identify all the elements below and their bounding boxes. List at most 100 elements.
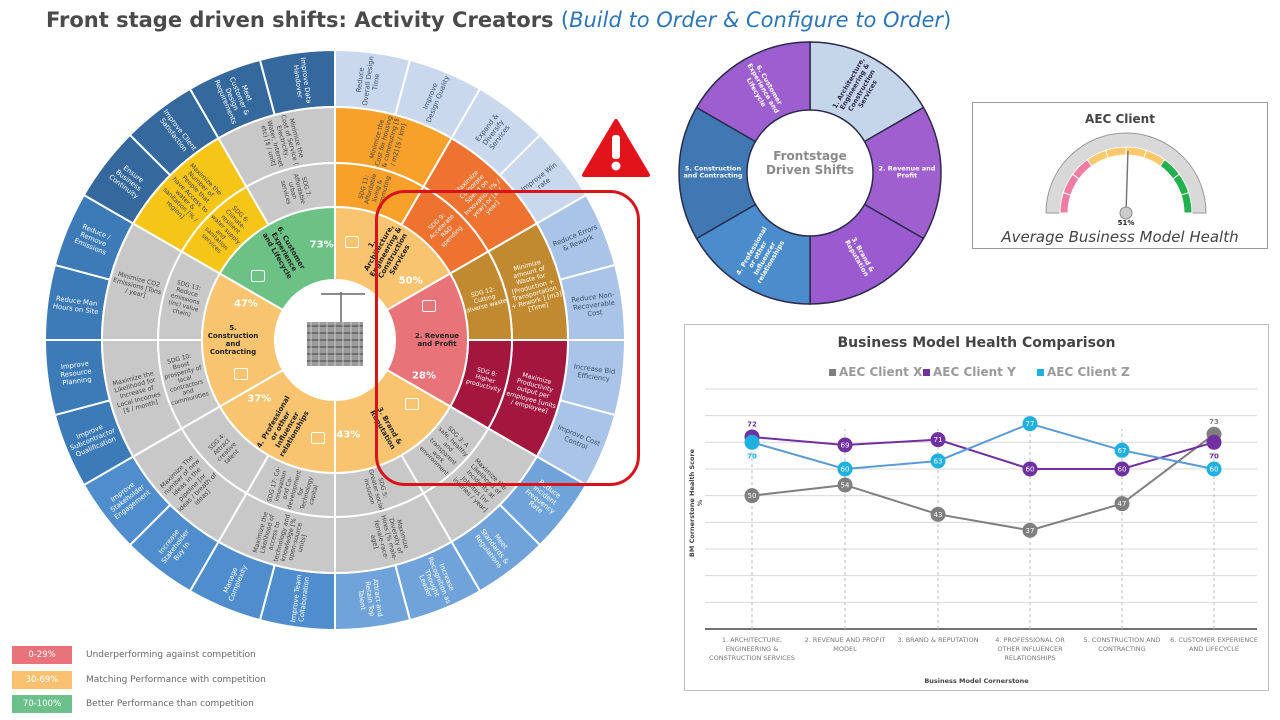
legend-row: 0-29% Underperforming against competition [12, 643, 266, 668]
data-label: 37 [1026, 527, 1035, 535]
title-subtitle: Build to Order & Configure to Order [569, 8, 944, 32]
data-point[interactable] [744, 434, 760, 450]
data-point[interactable] [1022, 416, 1038, 432]
legend-row: 30-69%Matching Performance with competit… [12, 668, 266, 693]
data-label: 69 [841, 441, 850, 449]
comparison-chart: Business Model Health Comparison AEC Cli… [684, 324, 1269, 691]
worker-icon [234, 368, 249, 381]
trend-chart-icon [421, 299, 436, 312]
chart-title: Business Model Health Comparison [837, 335, 1116, 351]
data-point[interactable] [930, 453, 946, 469]
cornerstone-percent: 50% [398, 275, 423, 287]
data-point[interactable] [837, 437, 853, 453]
data-point[interactable] [1114, 461, 1130, 477]
outcome-sector[interactable] [334, 563, 412, 630]
data-point[interactable] [837, 477, 853, 493]
outcome-sector[interactable] [258, 50, 336, 117]
data-point[interactable] [930, 432, 946, 448]
page-title: Front stage driven shifts: Activity Crea… [46, 8, 951, 32]
donut-segment[interactable] [863, 106, 942, 240]
donut-segment[interactable] [695, 203, 811, 305]
data-label: 54 [841, 481, 850, 489]
x-tick-label: 6. CUSTOMER EXPERIENCE AND LIFECYCLE [1170, 636, 1258, 654]
series-line [751, 435, 1215, 470]
legend-text: Underperforming against competition [86, 650, 256, 661]
x-tick-label: 4. PROFESSIONAL OR OTHER INFLUENCER RELA… [995, 636, 1065, 663]
data-label: 60 [1026, 465, 1035, 473]
data-point[interactable] [1022, 461, 1038, 477]
gauge-dial [1045, 132, 1207, 220]
x-tick-label: 3. BRAND & REPUTATION [897, 636, 979, 644]
series-line [751, 422, 1215, 470]
outcome-sector[interactable] [45, 339, 112, 417]
cornerstone-sector[interactable] [334, 205, 452, 312]
cornerstone-sector[interactable] [201, 272, 285, 408]
crane-icon [345, 235, 360, 248]
data-label: 60 [841, 465, 850, 473]
cornerstone-sector[interactable] [218, 205, 336, 312]
data-label: 63 [934, 457, 943, 465]
data-label: 60 [1118, 465, 1127, 473]
gauge-needle [1125, 151, 1129, 214]
y-axis-title: BM Cornerstone Health Score % [688, 448, 704, 558]
frontstage-donut: Frontstage Driven Shifts 1. Architecture… [677, 40, 943, 306]
highlight-frame [375, 190, 640, 486]
data-label: 43 [934, 511, 943, 519]
title-paren-close: ) [943, 8, 952, 32]
donut-segment[interactable] [695, 41, 811, 143]
title-paren-open: ( [560, 8, 570, 32]
warning-icon [582, 119, 650, 177]
donut-center-label: Frontstage Driven Shifts [765, 149, 855, 177]
data-label: 47 [1118, 500, 1127, 508]
data-label: 72 [747, 420, 757, 428]
data-point[interactable] [1114, 496, 1130, 512]
data-label: 77 [1026, 420, 1035, 428]
legend-swatch [829, 369, 836, 376]
cornerstone-sector[interactable] [385, 272, 469, 408]
legend-swatch [923, 369, 930, 376]
data-label: 50 [748, 492, 757, 500]
x-axis-title: Business Model Cornerstone [924, 677, 1029, 685]
gauge-caption: Average Business Model Health [1001, 228, 1239, 246]
legend-item-x: AEC Client X [829, 365, 922, 379]
wheel-sectors [45, 50, 625, 630]
series-line [751, 433, 1215, 532]
donut-segment[interactable] [809, 203, 925, 305]
legend-text: Better Performance than competition [86, 699, 254, 710]
data-label: 73 [1209, 418, 1219, 426]
performance-legend: 0-29% Underperforming against competition… [12, 643, 266, 717]
data-point[interactable] [1114, 442, 1130, 458]
donut-segment[interactable] [809, 41, 925, 143]
legend-swatch [1037, 369, 1044, 376]
legend-item-y: AEC Client Y [923, 365, 1016, 379]
gauge-hub [1119, 206, 1133, 220]
donut-segments [678, 41, 942, 305]
legend-label: AEC Client Y [933, 365, 1016, 379]
data-point[interactable] [1206, 434, 1222, 450]
legend-range: 0-29% [12, 646, 72, 665]
legend-range: 70-100% [12, 695, 72, 714]
cornerstone-sector[interactable] [218, 368, 336, 475]
network-icon [310, 432, 325, 445]
data-point[interactable] [930, 506, 946, 522]
cornerstone-sector[interactable] [334, 368, 452, 475]
legend-text: Matching Performance with competition [86, 674, 266, 685]
legend-label: AEC Client X [839, 365, 923, 379]
data-point[interactable] [1206, 461, 1222, 477]
gauge-title: AEC Client [1085, 112, 1155, 126]
legend-item-z: AEC Client Z [1037, 365, 1130, 379]
donut-segment[interactable] [678, 106, 757, 240]
presentation-icon [404, 398, 419, 411]
data-label: 70 [747, 452, 757, 460]
data-label: 67 [1118, 447, 1127, 455]
gauge-band [1180, 191, 1193, 214]
health-gauge-panel: AEC Client 51% Average Business Model He… [972, 102, 1268, 249]
x-tick-label: 5. CONSTRUCTION AND CONTRACTING [1083, 636, 1161, 654]
data-label: 60 [1210, 465, 1219, 473]
data-point[interactable] [837, 461, 853, 477]
data-label: 70 [1209, 452, 1219, 460]
data-point[interactable] [744, 488, 760, 504]
x-tick-label: 1. ARCHITECTURE, ENGINEERING & CONSTRUCT… [709, 636, 795, 663]
data-point[interactable] [1022, 522, 1038, 538]
